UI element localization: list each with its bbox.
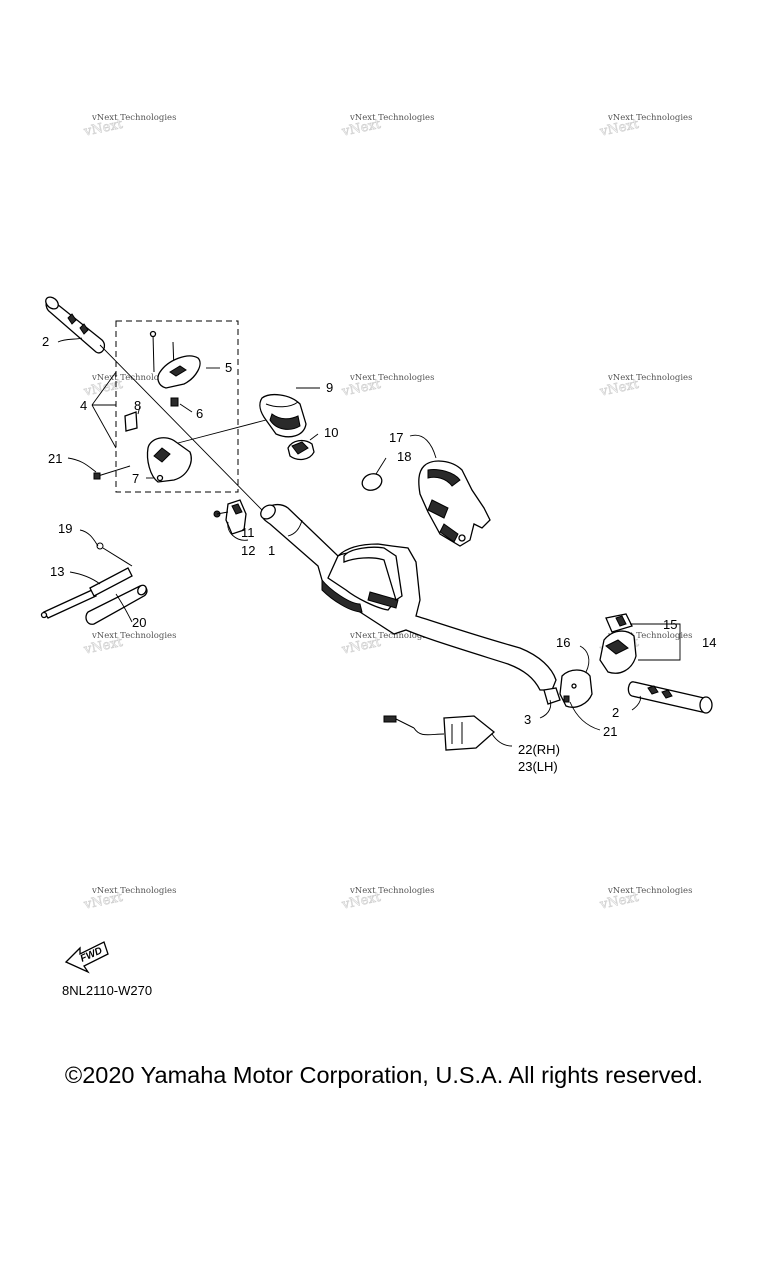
watermark-11: vNext vNext Technologies [340, 886, 435, 913]
screw-left [93, 465, 131, 480]
watermark-text: vNext Technologies [349, 886, 434, 896]
label-part-5: 5 [225, 360, 232, 375]
watermark-text: vNext Technologies [607, 113, 692, 123]
handlebar-holder [418, 460, 491, 547]
watermark-12: vNext vNext Technologies [598, 886, 693, 913]
assembly-group-box [115, 320, 239, 493]
right-switch-assembly [599, 613, 637, 674]
label-part-9: 9 [326, 380, 333, 395]
diagram-code: 8NL2110-W270 [62, 983, 152, 998]
label-part-6: 6 [196, 406, 203, 421]
clip [124, 411, 138, 432]
throttle-cable-line [99, 344, 263, 511]
watermark-2: vNext vNext Technologies [340, 113, 435, 140]
label-part-21-left: 21 [48, 451, 62, 466]
cable-end [96, 542, 133, 567]
watermark-text: vNext Technologies [607, 886, 692, 896]
label-part-2-left: 2 [42, 334, 49, 349]
label-part-22: 22(RH) [518, 742, 560, 757]
label-part-1: 1 [268, 543, 275, 558]
forward-arrow: FWD [64, 941, 109, 974]
watermark-text: vNext Technologies [349, 113, 434, 123]
alignment-line [177, 419, 267, 444]
cable-tube [85, 584, 148, 625]
right-housing [559, 669, 593, 708]
label-part-3: 3 [524, 712, 531, 727]
watermark-6: vNext vNext Technologies [598, 373, 693, 400]
handlebar-switch [213, 499, 247, 535]
watermark-5: vNext vNext Technologies [340, 373, 435, 400]
watermark-text: vNext Technologies [349, 631, 434, 641]
label-part-17: 17 [389, 430, 403, 445]
watermark-text: vNext Technologies [91, 113, 176, 123]
label-part-16: 16 [556, 635, 570, 650]
watermark-7: vNext vNext Technologies [82, 631, 177, 658]
label-part-2-right: 2 [612, 705, 619, 720]
label-part-15: 15 [663, 617, 677, 632]
label-part-7: 7 [132, 471, 139, 486]
label-part-11: 11 [241, 525, 255, 540]
switch-lower-housing [146, 437, 192, 483]
watermark-group: vNext vNext Technologies vNext vNext Tec… [82, 113, 693, 913]
label-part-8: 8 [134, 398, 141, 413]
label-part-23: 23(LH) [518, 759, 558, 774]
watermark-text: vNext Technologies [349, 373, 434, 383]
right-grip [627, 681, 713, 714]
nut [170, 397, 179, 407]
label-part-12: 12 [241, 543, 255, 558]
throttle-cable [40, 567, 133, 619]
watermark-1: vNext vNext Technologies [82, 113, 177, 140]
part-labels: 2 4 5 6 8 21 7 9 10 17 18 11 12 1 19 13 … [42, 334, 716, 774]
label-part-13: 13 [50, 564, 64, 579]
bar-end-cap [543, 687, 561, 705]
watermark-3: vNext vNext Technologies [598, 113, 693, 140]
leader-lines [57, 337, 681, 747]
label-part-20: 20 [132, 615, 146, 630]
label-part-4: 4 [80, 398, 87, 413]
watermark-text: vNext Technologies [607, 373, 692, 383]
grip-heater-pad [383, 715, 496, 751]
throttle-housing [259, 393, 307, 438]
switch-upper-housing [149, 330, 201, 389]
throttle-lever [287, 439, 315, 461]
watermark-10: vNext vNext Technologies [82, 886, 177, 913]
label-part-14: 14 [702, 635, 716, 650]
handlebar [260, 503, 557, 691]
left-grip [45, 296, 106, 354]
watermark-text: vNext Technologies [91, 631, 176, 641]
label-part-10: 10 [324, 425, 338, 440]
label-part-19: 19 [58, 521, 72, 536]
watermark-text: vNext Technologies [91, 886, 176, 896]
watermark-text: vNext Technologies [607, 631, 692, 641]
label-part-18: 18 [397, 449, 411, 464]
label-part-21-right: 21 [603, 724, 617, 739]
holder-ring [361, 473, 383, 491]
copyright-notice: ©2020 Yamaha Motor Corporation, U.S.A. A… [64, 1062, 704, 1088]
watermark-text: vNext Technologies [91, 373, 176, 383]
